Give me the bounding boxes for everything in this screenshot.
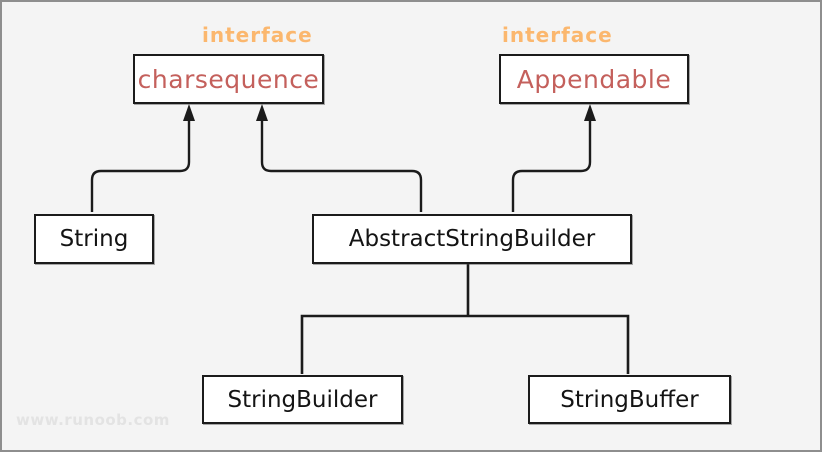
watermark-text: www.runoob.com (16, 411, 170, 429)
class-node-string: String (34, 214, 154, 264)
class-node-label: StringBuilder (227, 386, 378, 413)
interface-node-label: charsequence (137, 64, 320, 94)
connector-inheritance-tree (300, 262, 630, 374)
arrowhead-icon (584, 104, 596, 121)
interface-node-appendable: Appendable (499, 54, 689, 104)
arrowhead-icon (256, 104, 268, 121)
interface-node-label: Appendable (516, 64, 672, 94)
connector-string-to-charsequence (90, 119, 191, 212)
interface-node-charsequence: charsequence (133, 54, 324, 104)
class-node-stringbuffer: StringBuffer (528, 375, 731, 424)
class-node-abstractstringbuilder: AbstractStringBuilder (312, 214, 632, 264)
class-node-label: String (59, 226, 129, 252)
class-node-label: StringBuffer (560, 386, 699, 413)
connector-abstractstringbuilder-to-appendable (511, 119, 592, 212)
class-node-stringbuilder: StringBuilder (202, 375, 403, 424)
stereotype-label-charsequence: interface (202, 23, 313, 47)
stereotype-label-appendable: interface (502, 23, 613, 47)
connector-abstractstringbuilder-to-charsequence (260, 119, 423, 212)
class-node-label: AbstractStringBuilder (348, 226, 596, 252)
arrowhead-icon (183, 104, 195, 121)
